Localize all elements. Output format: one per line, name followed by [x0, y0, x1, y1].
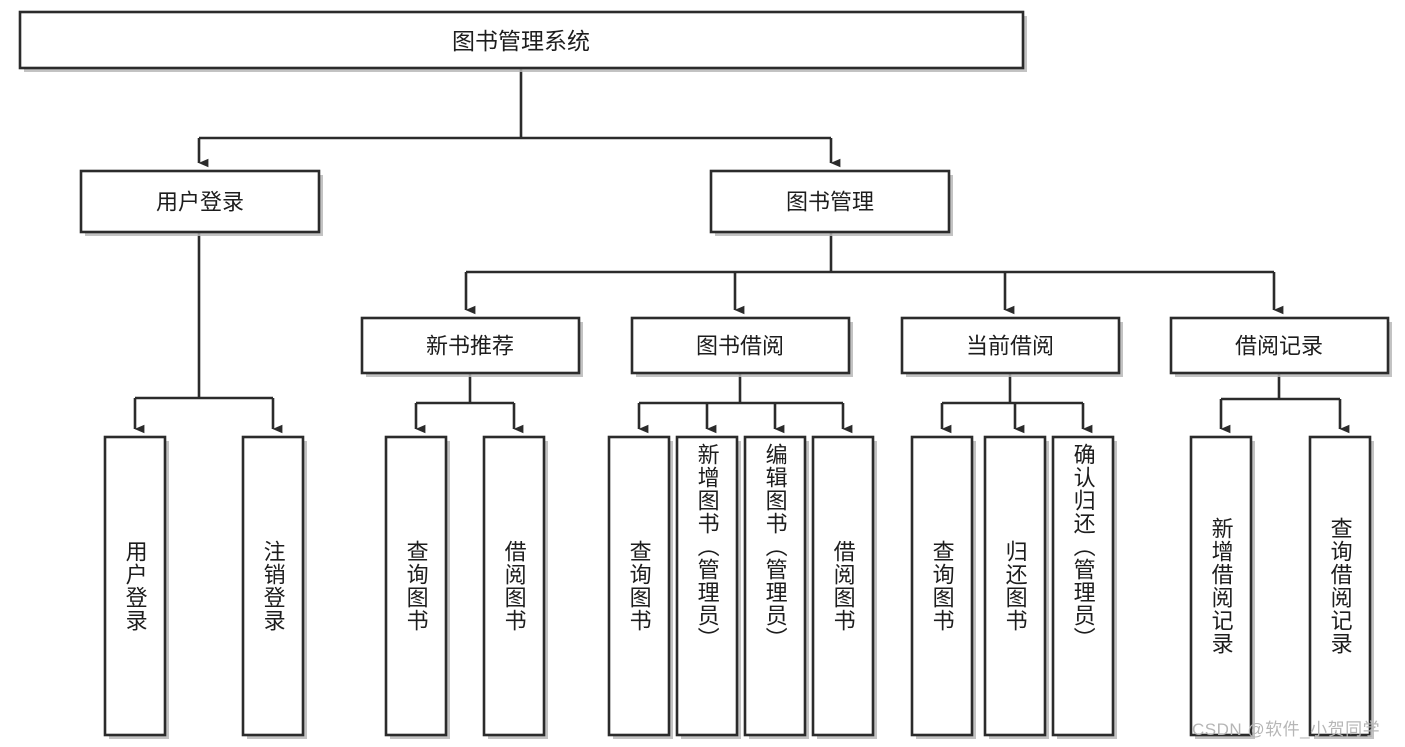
- leaf-query-book-1-box[interactable]: [384, 435, 448, 737]
- leaf-user-login[interactable]: [103, 435, 169, 739]
- leaf-return-book[interactable]: [983, 435, 1049, 739]
- node-book-management[interactable]: 图书管理: [709, 169, 953, 236]
- node-book-borrow[interactable]: 图书借阅: [630, 316, 853, 377]
- leaf-confirm-return[interactable]: [1051, 435, 1117, 739]
- node-borrow-record[interactable]: 借阅记录: [1169, 316, 1392, 377]
- leaf-query-book-3-box[interactable]: [910, 435, 974, 737]
- leaf-return-book-box[interactable]: [983, 435, 1047, 737]
- node-book-management-box[interactable]: [709, 169, 951, 234]
- leaf-user-login-box[interactable]: [103, 435, 167, 737]
- node-book-borrow-box[interactable]: [630, 316, 851, 375]
- leaf-query-book-1[interactable]: [384, 435, 450, 739]
- node-book-management-label: 图书管理: [786, 190, 874, 215]
- node-current-borrow-box[interactable]: [900, 316, 1121, 375]
- leaf-add-book[interactable]: [675, 435, 741, 739]
- leaf-query-book-2[interactable]: [607, 435, 673, 739]
- leaf-borrow-book-1[interactable]: [482, 435, 548, 739]
- leaf-logout-box[interactable]: [241, 435, 305, 737]
- leaf-query-book-3[interactable]: [910, 435, 976, 739]
- leaf-edit-book-box[interactable]: [743, 435, 807, 737]
- node-new-book-recommend-label: 新书推荐: [426, 334, 514, 359]
- node-current-borrow-label: 当前借阅: [966, 334, 1054, 359]
- leaf-borrow-book-2[interactable]: [811, 435, 877, 739]
- node-current-borrow[interactable]: 当前借阅: [900, 316, 1123, 377]
- node-new-book-recommend[interactable]: 新书推荐: [360, 316, 583, 377]
- leaf-add-borrow-record[interactable]: [1189, 435, 1255, 739]
- node-user-login[interactable]: 用户登录: [79, 169, 323, 236]
- node-borrow-record-label: 借阅记录: [1235, 334, 1323, 359]
- leaf-add-borrow-record-box[interactable]: [1189, 435, 1253, 737]
- csdn-watermark: CSDN @软件_小贺同学: [1192, 720, 1381, 739]
- node-book-borrow-label: 图书借阅: [696, 334, 784, 359]
- leaf-borrow-book-1-box[interactable]: [482, 435, 546, 737]
- node-root-box[interactable]: [18, 10, 1025, 70]
- node-root[interactable]: 图书管理系统: [18, 10, 1027, 72]
- node-root-label: 图书管理系统: [452, 28, 590, 54]
- leaf-add-book-box[interactable]: [675, 435, 739, 737]
- node-borrow-record-box[interactable]: [1169, 316, 1390, 375]
- leaf-query-borrow-record-box[interactable]: [1308, 435, 1372, 737]
- leaf-node-group: [103, 435, 1374, 739]
- leaf-query-book-2-box[interactable]: [607, 435, 671, 737]
- node-user-login-label: 用户登录: [156, 190, 244, 215]
- leaf-edit-book[interactable]: [743, 435, 809, 739]
- node-user-login-box[interactable]: [79, 169, 321, 234]
- leaf-borrow-book-2-box[interactable]: [811, 435, 875, 737]
- leaf-confirm-return-box[interactable]: [1051, 435, 1115, 737]
- leaf-logout[interactable]: [241, 435, 307, 739]
- connector-group: [133, 68, 1350, 434]
- node-new-book-recommend-box[interactable]: [360, 316, 581, 375]
- leaf-query-borrow-record[interactable]: [1308, 435, 1374, 739]
